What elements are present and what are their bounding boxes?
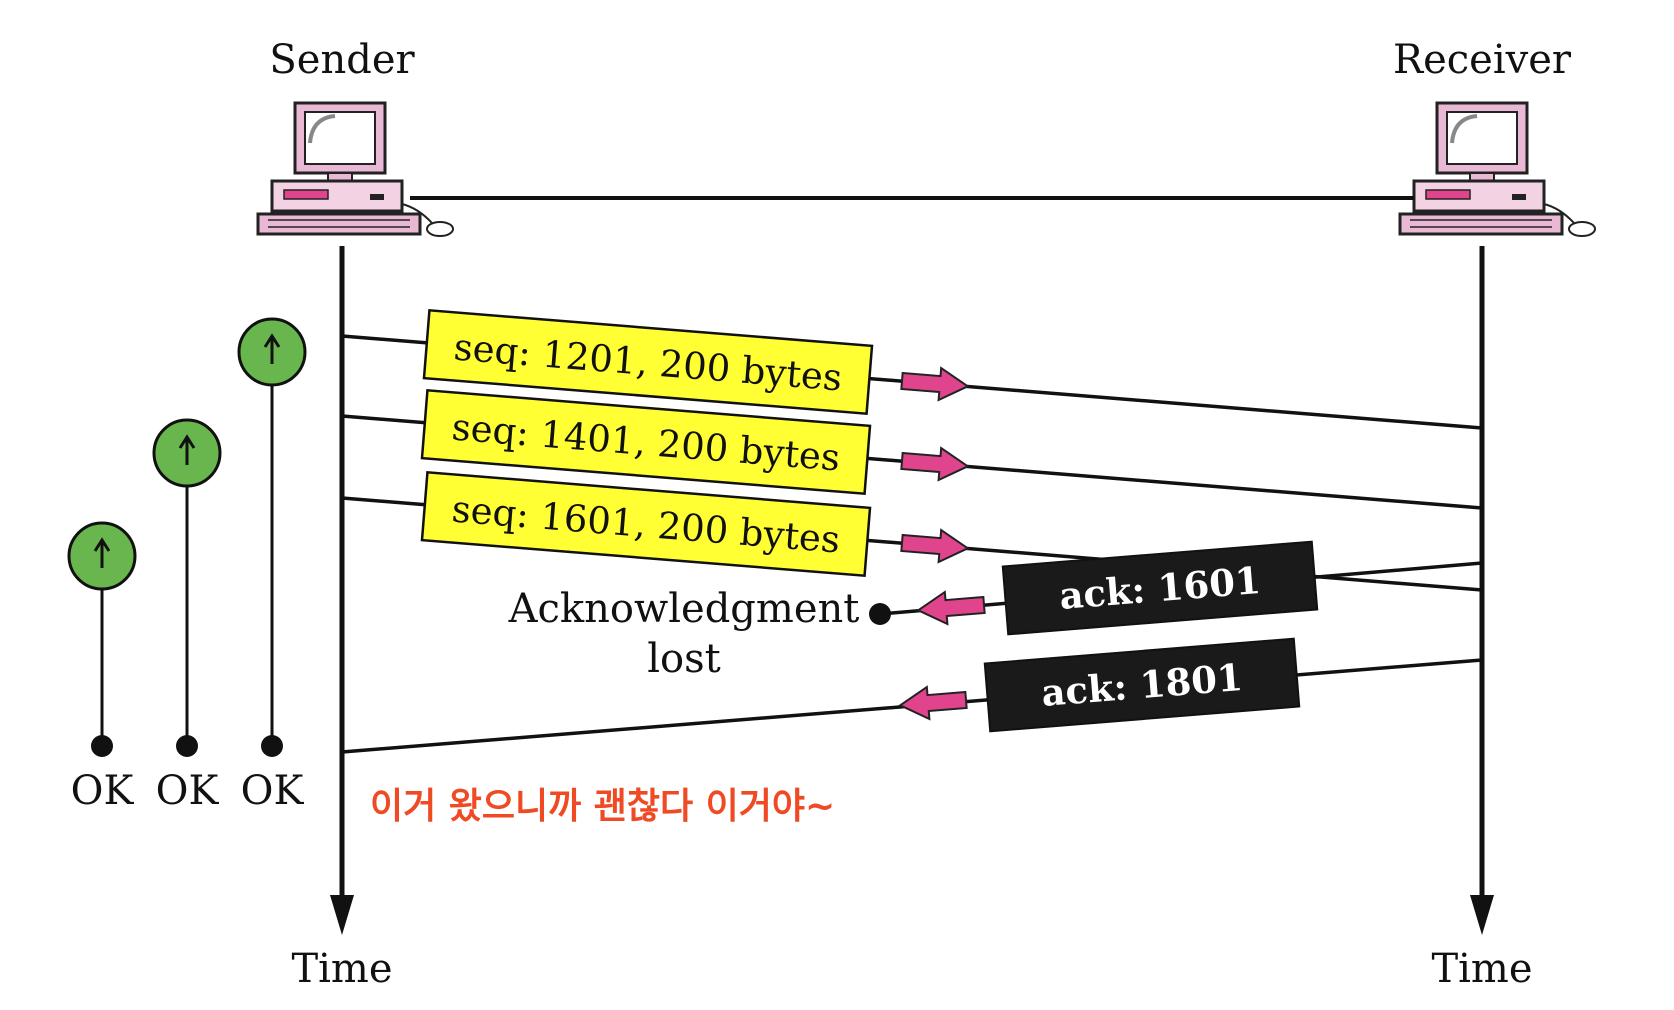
ack-box-1601: ack: 1601 bbox=[1001, 540, 1319, 636]
timer-1: OK bbox=[67, 521, 137, 814]
timer-label-1: OK bbox=[71, 768, 135, 814]
sender-timeline-arrowhead bbox=[330, 895, 354, 935]
left-arrow-icon bbox=[897, 683, 969, 723]
sender-computer-icon bbox=[256, 101, 455, 238]
left-arrow-icon bbox=[915, 588, 987, 628]
right-arrow-icon bbox=[899, 526, 971, 566]
receiver-label: Receiver bbox=[1393, 37, 1572, 83]
timer-3: OK bbox=[237, 317, 307, 814]
timer-label-2: OK bbox=[156, 768, 220, 814]
lost-ack-dot bbox=[869, 603, 891, 625]
right-arrow-icon bbox=[899, 364, 971, 404]
receiver-computer-icon bbox=[1398, 101, 1597, 238]
time-label-left: Time bbox=[291, 946, 392, 992]
receiver-timeline-arrowhead bbox=[1470, 895, 1494, 935]
sender-label: Sender bbox=[269, 37, 415, 83]
time-label-right: Time bbox=[1431, 946, 1532, 992]
timer-2: OK bbox=[152, 418, 222, 814]
ack-box-1801: ack: 1801 bbox=[983, 637, 1301, 733]
timer-label-3: OK bbox=[241, 768, 305, 814]
lost-note-line1: Acknowledgment bbox=[508, 586, 860, 632]
lost-note-line2: lost bbox=[647, 636, 720, 682]
annotation-text: 이거 왔으니까 괜찮다 이거야~ bbox=[370, 786, 835, 827]
right-arrow-icon bbox=[899, 444, 971, 484]
